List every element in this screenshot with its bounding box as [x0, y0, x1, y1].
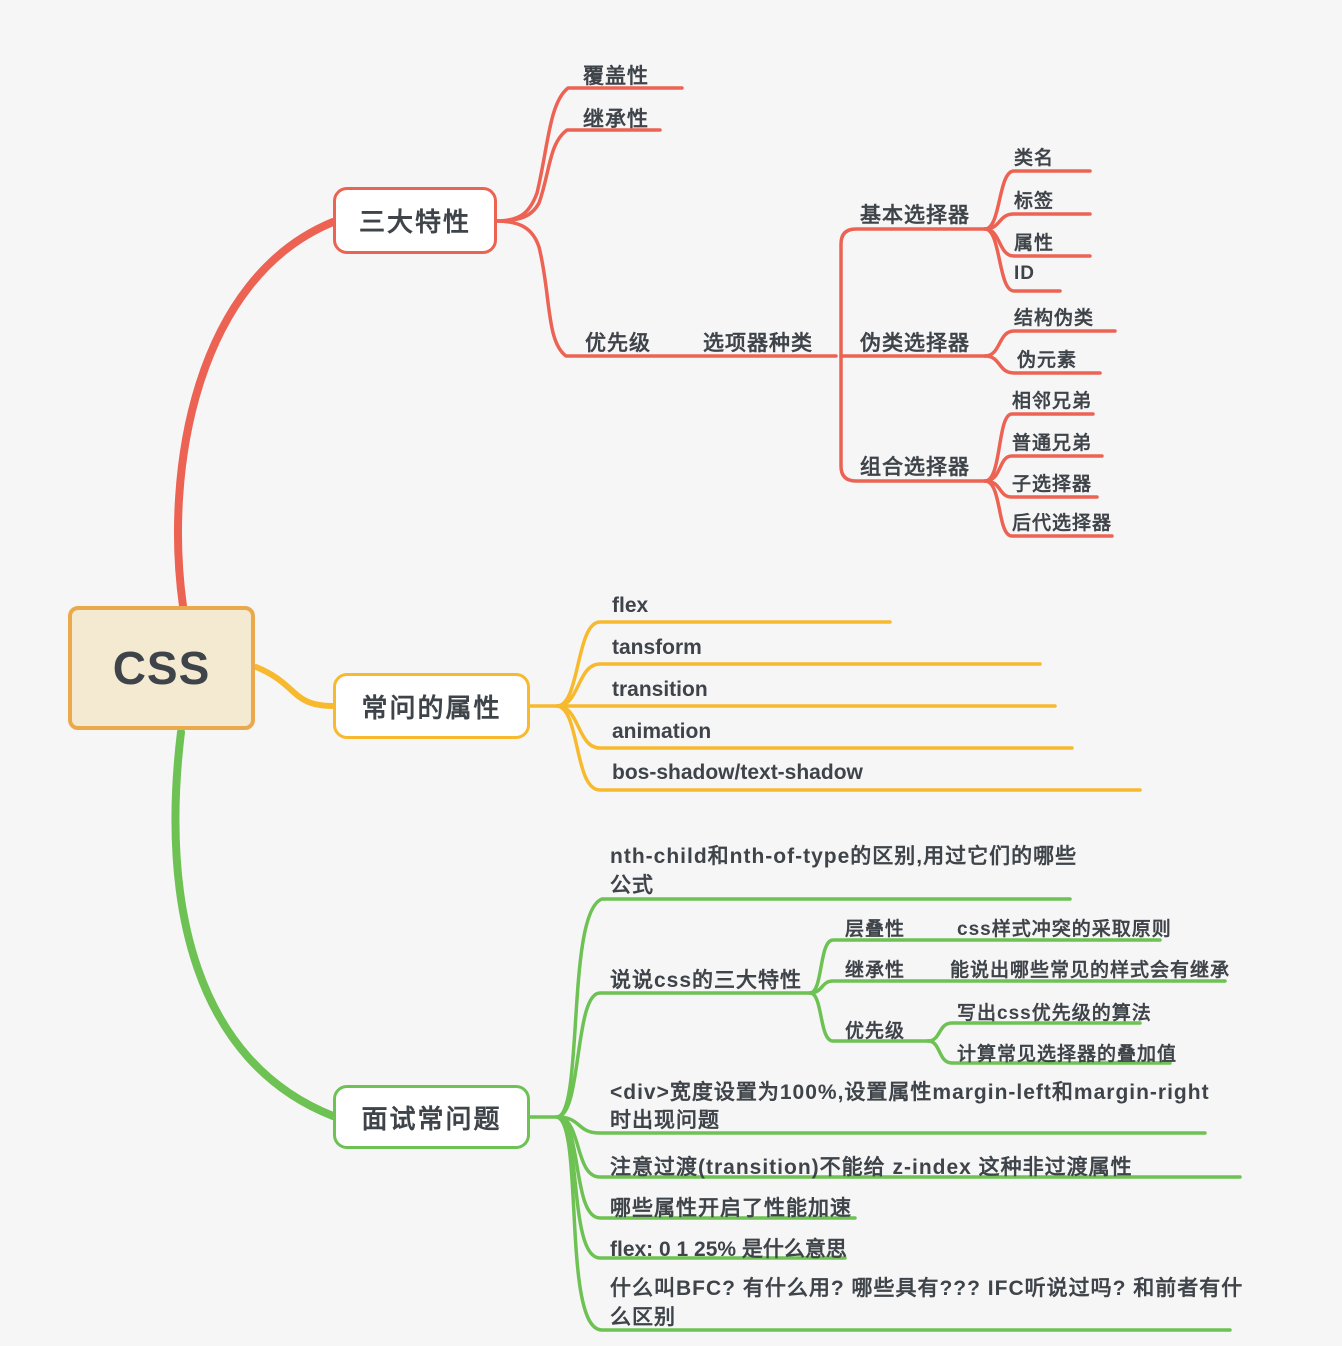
edge-q-bfc — [555, 1115, 1232, 1332]
label-adjacent-sibling[interactable]: 相邻兄弟 — [1012, 391, 1093, 412]
root-node-css[interactable]: CSS — [68, 606, 255, 730]
edge-q-nth — [555, 897, 1072, 1119]
label-cascade-term[interactable]: 层叠性 — [845, 919, 906, 940]
label-tag[interactable]: 标签 — [1014, 191, 1055, 212]
edge-tag — [983, 212, 1092, 231]
edge-priority — [494, 219, 838, 358]
label-inherit-note[interactable]: 能说出哪些常见的样式会有继承 — [950, 960, 1231, 981]
label-selector-kinds[interactable]: 选项器种类 — [703, 332, 813, 355]
label-box-shadow[interactable]: bos-shadow/text-shadow — [612, 761, 863, 784]
label-pseudo-element[interactable]: 伪元素 — [1017, 350, 1078, 371]
label-combo-selectors[interactable]: 组合选择器 — [860, 456, 970, 479]
label-q-three-features[interactable]: 说说css的三大特性 — [610, 969, 803, 992]
label-q-acceleration[interactable]: 哪些属性开启了性能加速 — [610, 1197, 852, 1220]
edge-inherit-row — [808, 979, 1227, 995]
label-q-transition[interactable]: 注意过渡(transition)不能给 z-index 这种非过渡属性 — [610, 1156, 1133, 1179]
label-q-bfc[interactable]: 什么叫BFC? 有什么用? 哪些具有??? IFC听说过吗? 和前者有什么区别 — [610, 1277, 1244, 1329]
label-transition[interactable]: transition — [612, 678, 708, 701]
edge-pseudo-element — [983, 354, 1102, 375]
label-priority-note-1[interactable]: 写出css优先级的算法 — [957, 1003, 1152, 1024]
label-flex[interactable]: flex — [612, 594, 649, 617]
edge-q-three — [555, 991, 812, 1119]
edge-trunk-features — [174, 218, 337, 610]
label-general-sibling[interactable]: 普通兄弟 — [1012, 433, 1093, 454]
edge-inheritance — [494, 128, 662, 223]
edge-shadow — [555, 704, 1142, 792]
label-q-div-width[interactable]: <div>宽度设置为100%,设置属性margin-left和margin-ri… — [610, 1081, 1210, 1132]
label-child-selector[interactable]: 子选择器 — [1012, 474, 1093, 495]
edge-descendant-selector — [983, 479, 1114, 538]
label-inheritance[interactable]: 继承性 — [583, 108, 649, 131]
label-attribute[interactable]: 属性 — [1014, 233, 1055, 254]
label-class-name[interactable]: 类名 — [1014, 148, 1055, 169]
label-coverage[interactable]: 覆盖性 — [583, 65, 649, 88]
label-descendant-selector[interactable]: 后代选择器 — [1012, 513, 1113, 534]
edge-id — [983, 227, 1062, 293]
label-id[interactable]: ID — [1014, 263, 1035, 284]
label-priority-note-2[interactable]: 计算常见选择器的叠加值 — [957, 1044, 1178, 1065]
node-interview-questions[interactable]: 面试常问题 — [333, 1085, 530, 1149]
edge-priority-note-2 — [926, 1039, 1172, 1065]
edge-trunk-properties — [253, 664, 336, 709]
label-inherit-term[interactable]: 继承性 — [845, 960, 906, 981]
label-basic-selectors[interactable]: 基本选择器 — [860, 204, 970, 227]
label-q-flex-meaning[interactable]: flex: 0 1 25% 是什么意思 — [610, 1238, 847, 1261]
label-animation[interactable]: animation — [612, 720, 712, 743]
label-tansform[interactable]: tansform — [612, 636, 702, 659]
label-cascade-note[interactable]: css样式冲突的采取原则 — [957, 919, 1172, 940]
edge-flex — [555, 620, 892, 708]
label-struct-pseudo[interactable]: 结构伪类 — [1014, 308, 1095, 329]
edge-priority-row — [808, 991, 930, 1043]
edge-trunk-interview — [171, 728, 337, 1120]
label-q-nth[interactable]: nth-child和nth-of-type的区别,用过它们的哪些公式 — [610, 845, 1078, 897]
node-common-properties[interactable]: 常问的属性 — [333, 673, 530, 739]
label-priority[interactable]: 优先级 — [585, 332, 651, 355]
label-priority-term[interactable]: 优先级 — [845, 1021, 906, 1042]
node-three-features[interactable]: 三大特性 — [333, 187, 497, 254]
label-pseudo-selectors[interactable]: 伪类选择器 — [860, 332, 970, 355]
